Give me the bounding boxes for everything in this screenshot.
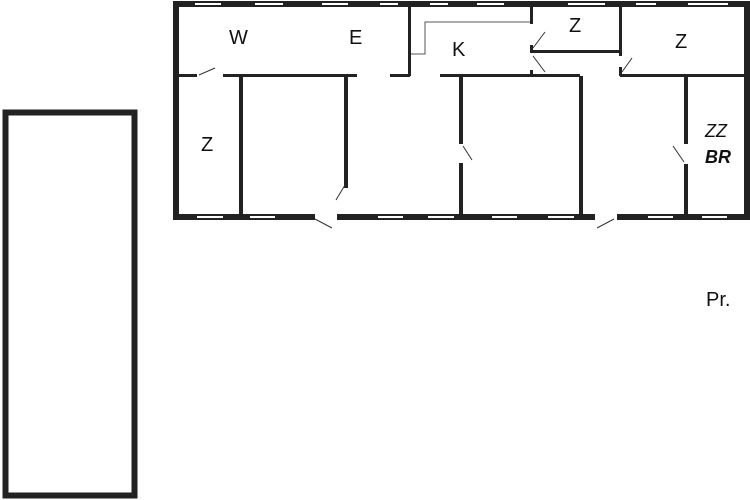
room-label-z-small: Z [569, 15, 582, 37]
room-label-br: BR [705, 147, 731, 167]
room-label-kitchen: K [452, 39, 466, 61]
room-label-z-left: Z [201, 134, 214, 156]
door-swings [198, 31, 685, 229]
plot-label: Pr. [706, 289, 731, 311]
outer-walls [173, 1, 750, 220]
windows [195, 3, 728, 221]
outbuilding [2, 109, 138, 499]
interior-walls [173, 4, 750, 216]
room-label-w: W [229, 27, 248, 49]
room-label-z-right: Z [675, 31, 688, 53]
room-label-br-overlap: ZZ [705, 121, 727, 141]
room-label-e: E [349, 27, 363, 49]
